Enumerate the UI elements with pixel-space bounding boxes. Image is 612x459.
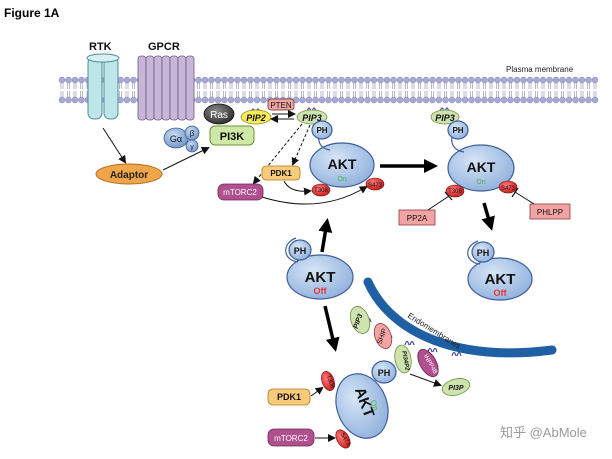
akt-off-center-ph-label: PH <box>294 246 307 256</box>
t308-right-label: T308 <box>448 189 462 195</box>
arrow-mtorc2-s473 <box>261 185 368 205</box>
inhibit-pp2a-t308-bar <box>444 191 453 201</box>
akt-endo-on-label: On <box>368 399 380 412</box>
gpcr-label: GPCR <box>148 41 180 53</box>
pip3-endo-label: PIP3 <box>353 313 365 330</box>
pip3-label: PIP3 <box>302 113 322 123</box>
akt-name-label: AKT <box>328 156 357 172</box>
pp2a-label: PP2A <box>407 214 428 223</box>
rtk-receptor <box>86 53 120 120</box>
pi3p-node: PI3P <box>441 378 471 396</box>
inhibit-phlpp-s473-bar <box>511 187 519 198</box>
s473-label: S473 <box>368 183 383 189</box>
akt-off-right-ph-label: PH <box>477 248 490 258</box>
mtorc2-node-bottom: mTORC2 <box>267 428 315 447</box>
akt-off-right: PH AKT Off <box>467 240 533 301</box>
pp2a-node: PP2A <box>398 209 436 226</box>
akt-ph-label: PH <box>316 126 327 135</box>
arrow-pip3-pdk1 <box>291 124 311 166</box>
pdk1-bottom-label: PDK1 <box>277 392 301 402</box>
t308-endo-label: T308 <box>325 374 336 390</box>
akt-on-label: On <box>337 176 346 183</box>
adaptor-node: Adaptor <box>95 163 163 185</box>
arrow-rtk-adaptor <box>102 127 127 164</box>
inpp4b-node: INPP4B <box>417 349 439 377</box>
pi3k-label: PI3K <box>220 131 245 143</box>
pip3-node: PIP3 <box>296 107 328 125</box>
pi3k-node: PI3K <box>209 125 255 146</box>
rtk-label: RTK <box>89 41 112 53</box>
pip2-label: PIP2 <box>246 113 266 123</box>
akt-right-ph-label: PH <box>452 126 463 135</box>
pi34p2-node: PI34P2 <box>394 344 412 374</box>
t308-label: T308 <box>314 188 328 194</box>
ras-node: Ras <box>203 103 235 125</box>
figure-title: Figure 1A <box>4 6 60 20</box>
mtorc2-bottom-label: mTORC2 <box>274 434 308 443</box>
akt-right-on-label: On <box>476 179 485 186</box>
watermark: 知乎 @AbMole <box>500 425 587 440</box>
gpcr-receptor <box>137 55 195 121</box>
arrow-pi34p2-pi3p <box>409 373 442 387</box>
akt-off-center-state-label: Off <box>314 286 328 296</box>
s473-right-label: S473 <box>501 186 516 192</box>
pdk1-label: PDK1 <box>270 169 292 178</box>
arrow-adaptor-pi3k <box>162 147 210 171</box>
endomembrane-arc <box>363 277 557 358</box>
pip3-right-label: PIP3 <box>435 113 455 123</box>
g-gamma-label: γ <box>190 144 194 151</box>
akt-off-right-state-label: Off <box>494 288 508 298</box>
arrow-pdk1-t308 <box>283 180 312 196</box>
pip2-node: PIP2 <box>240 108 272 125</box>
pdk1-node-top: PDK1 <box>261 165 301 181</box>
pten-label: PTEN <box>270 101 292 110</box>
inhibit-pp2a-t308 <box>427 195 450 211</box>
arrow-pdk1-t308-endo <box>310 386 324 397</box>
pi3p-label: PI3P <box>448 385 464 392</box>
phlpp-node: PHLPP <box>529 203 571 220</box>
g-protein-complex: Gα β γ <box>163 125 200 153</box>
pten-node: PTEN <box>267 98 295 111</box>
akt-endo-ph-label: PH <box>378 368 391 378</box>
akt-on-membrane: PH AKT On T308 S473 <box>309 120 385 197</box>
ship-node: SHIP <box>373 323 393 349</box>
phlpp-label: PHLPP <box>537 208 563 217</box>
adaptor-label: Adaptor <box>110 170 148 181</box>
akt-off-center: PH AKT Off <box>285 237 354 300</box>
ras-label: Ras <box>210 110 228 121</box>
mtorc2-node-top: mTORC2 <box>217 183 264 201</box>
mtorc2-label: mTORC2 <box>223 188 257 197</box>
akt-on-endomembrane: PH AKT On T308 S473 <box>321 360 397 449</box>
pip3-node-right: PIP3 <box>430 107 460 125</box>
arrow-pip3-mtorc2 <box>252 123 303 185</box>
pip3-endomembrane-node: PIP3 <box>349 306 371 334</box>
plasma-membrane-label: Plasma membrane <box>506 65 574 74</box>
pi34p2-label: PI34P2 <box>400 351 409 372</box>
akt-off-right-name-label: AKT <box>485 271 516 288</box>
inhibit-phlpp-s473 <box>514 191 535 205</box>
akt-off-center-name-label: AKT <box>305 269 336 286</box>
arrow-akt-to-membrane <box>318 218 333 253</box>
arrow-akt-to-endomembrane <box>323 305 340 352</box>
g-alpha-label: Gα <box>170 134 182 144</box>
arrow-akt-inactivation <box>481 202 495 231</box>
akt-on-right: PH AKT On T308 S473 <box>445 120 518 198</box>
akt-right-name-label: AKT <box>467 159 496 175</box>
pdk1-node-bottom: PDK1 <box>267 388 311 406</box>
g-beta-label: β <box>190 129 195 138</box>
